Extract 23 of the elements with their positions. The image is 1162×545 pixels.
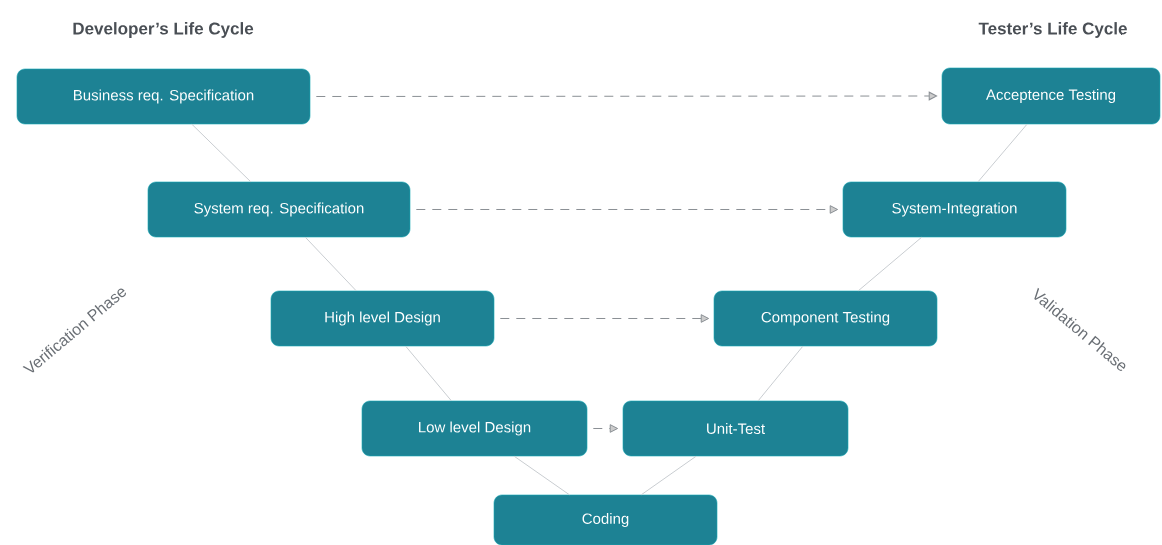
connector-line <box>977 123 1028 183</box>
process-box: Component Testing <box>713 290 938 347</box>
connector-line <box>513 455 570 496</box>
process-box: Coding <box>493 494 718 545</box>
process-box: Business req. Specification <box>16 68 311 125</box>
connector-line <box>857 236 923 292</box>
process-box: Acceptence Testing <box>941 67 1161 125</box>
heading: Developer’s Life Cycle <box>73 22 254 38</box>
connector-line <box>304 236 357 292</box>
process-box: Low level Design <box>361 400 588 457</box>
dashed-arrow <box>315 91 938 101</box>
connector-line <box>191 123 252 183</box>
process-box: System req. Specification <box>147 181 411 238</box>
process-box: Unit-Test <box>622 400 849 457</box>
heading: Tester’s Life Cycle <box>978 22 1127 38</box>
connector-line <box>640 455 697 496</box>
connector-line <box>757 345 804 402</box>
dashed-arrow <box>415 205 839 214</box>
connector-line <box>405 345 452 402</box>
process-box: High level Design <box>270 290 495 347</box>
process-box: System-Integration <box>842 181 1067 238</box>
dashed-arrow <box>592 424 619 433</box>
dashed-arrow <box>499 314 710 323</box>
